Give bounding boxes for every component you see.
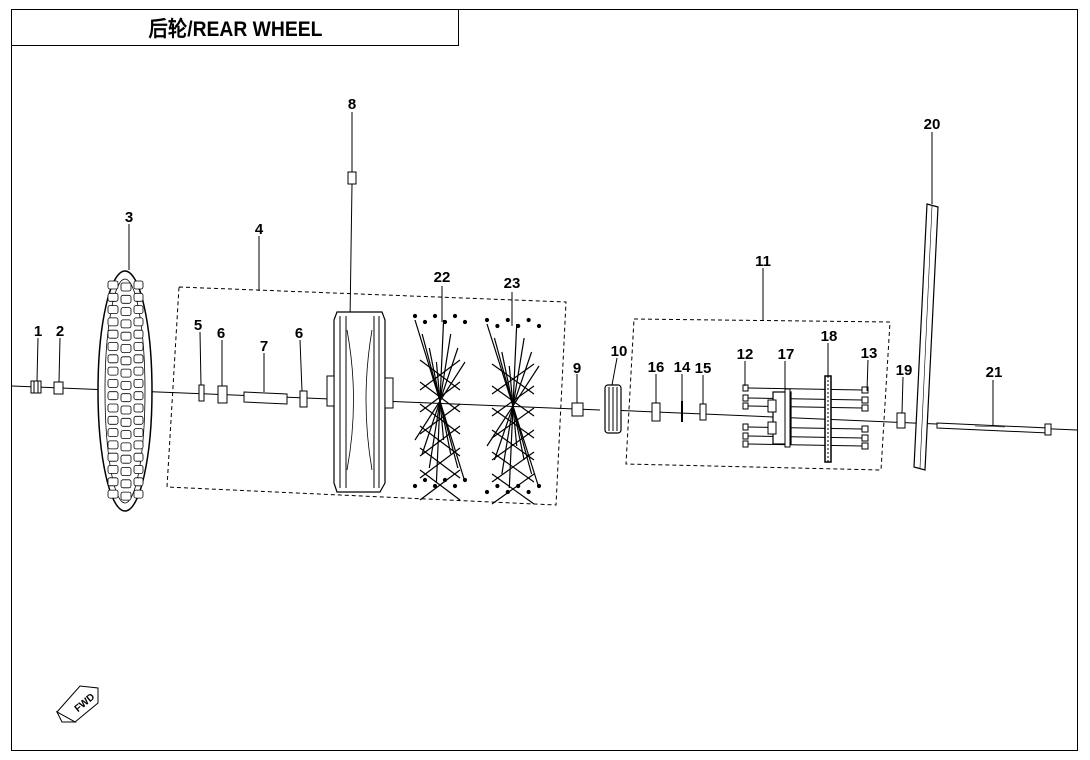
part-10-damper — [604, 384, 622, 434]
callout-14: 14 — [674, 359, 691, 376]
callout-16: 16 — [648, 359, 665, 376]
part-6-bearing-right — [299, 390, 308, 408]
part-15-bearing — [699, 403, 707, 421]
fwd-arrow-icon: FWD — [55, 685, 99, 723]
hub-assembly-group-box — [625, 318, 891, 471]
leader-lines — [36, 112, 994, 425]
part-22-spokes — [412, 313, 468, 501]
callout-23: 23 — [504, 275, 521, 292]
part-13-nuts — [861, 386, 869, 450]
callout-6b: 6 — [295, 325, 303, 342]
callout-19: 19 — [896, 362, 913, 379]
callout-17: 17 — [778, 346, 795, 363]
part-4-rim — [326, 311, 394, 493]
part-23-spokes — [484, 317, 542, 505]
part-21-axle — [936, 422, 1052, 436]
callout-5: 5 — [194, 317, 202, 334]
callout-18: 18 — [821, 328, 838, 345]
callout-21: 21 — [986, 364, 1003, 381]
part-19-spacer — [896, 412, 906, 429]
callout-10: 10 — [611, 343, 628, 360]
callout-11: 11 — [755, 253, 771, 270]
part-7-spacer — [243, 391, 288, 405]
part-6-bearing-left — [217, 385, 228, 404]
callout-3: 3 — [125, 209, 133, 226]
callout-20: 20 — [924, 116, 941, 133]
page-title: 后轮/REAR WHEEL — [148, 17, 322, 41]
callout-6a: 6 — [217, 325, 225, 342]
callout-15: 15 — [695, 360, 712, 377]
part-8-valve — [347, 171, 357, 321]
callout-13: 13 — [861, 345, 878, 362]
callout-labels: 1 2 3 4 5 6 7 6 8 9 10 11 12 13 14 15 16… — [34, 96, 1003, 381]
callout-4: 4 — [255, 221, 264, 238]
part-12-bolts — [742, 384, 863, 448]
part-18-sprocket — [824, 375, 832, 463]
part-5-seal — [198, 384, 205, 402]
part-20-chain — [913, 203, 939, 471]
callout-7: 7 — [260, 338, 268, 355]
wheel-assembly-group-box — [166, 286, 567, 506]
callout-2: 2 — [56, 323, 64, 340]
part-1-nut — [30, 380, 42, 394]
title-box: 后轮/REAR WHEEL — [11, 9, 459, 46]
part-17-sprocket-flange — [767, 388, 792, 448]
part-9-nut — [571, 402, 584, 417]
part-3-tire — [97, 270, 153, 512]
part-2-washer — [53, 381, 64, 395]
callout-1: 1 — [34, 323, 42, 340]
callout-12: 12 — [737, 346, 754, 363]
diagram-frame — [11, 9, 1078, 751]
callout-8: 8 — [348, 96, 356, 113]
part-16-spacer — [651, 402, 661, 422]
callout-22: 22 — [434, 269, 451, 286]
callout-9: 9 — [573, 360, 581, 377]
